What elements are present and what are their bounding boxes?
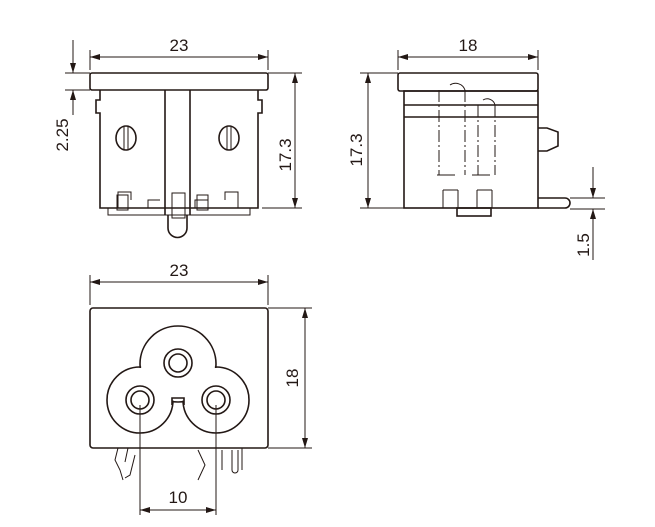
screw-icon-right (218, 125, 240, 151)
bottom-height-label: 18 (283, 369, 302, 388)
side-width-label: 18 (459, 36, 478, 55)
front-plate (89, 72, 269, 91)
side-pin (538, 197, 571, 209)
bottom-width-label: 23 (170, 261, 189, 280)
screw-icon-left (115, 125, 137, 151)
side-height-label: 17.3 (347, 133, 366, 166)
front-view: 23 2.25 17.3 (53, 36, 302, 239)
front-body (95, 90, 263, 209)
side-view: 18 17.3 1.5 (347, 36, 605, 260)
side-latch (538, 127, 559, 152)
front-width-label: 23 (170, 36, 189, 55)
bottom-view: 23 18 10 (89, 261, 312, 515)
side-pin-label: 1.5 (574, 233, 593, 257)
c5-socket-outline (106, 325, 250, 434)
pin-pitch-label: 10 (169, 488, 188, 507)
front-plate-label: 2.25 (53, 118, 72, 151)
front-height-label: 17.3 (276, 138, 295, 171)
